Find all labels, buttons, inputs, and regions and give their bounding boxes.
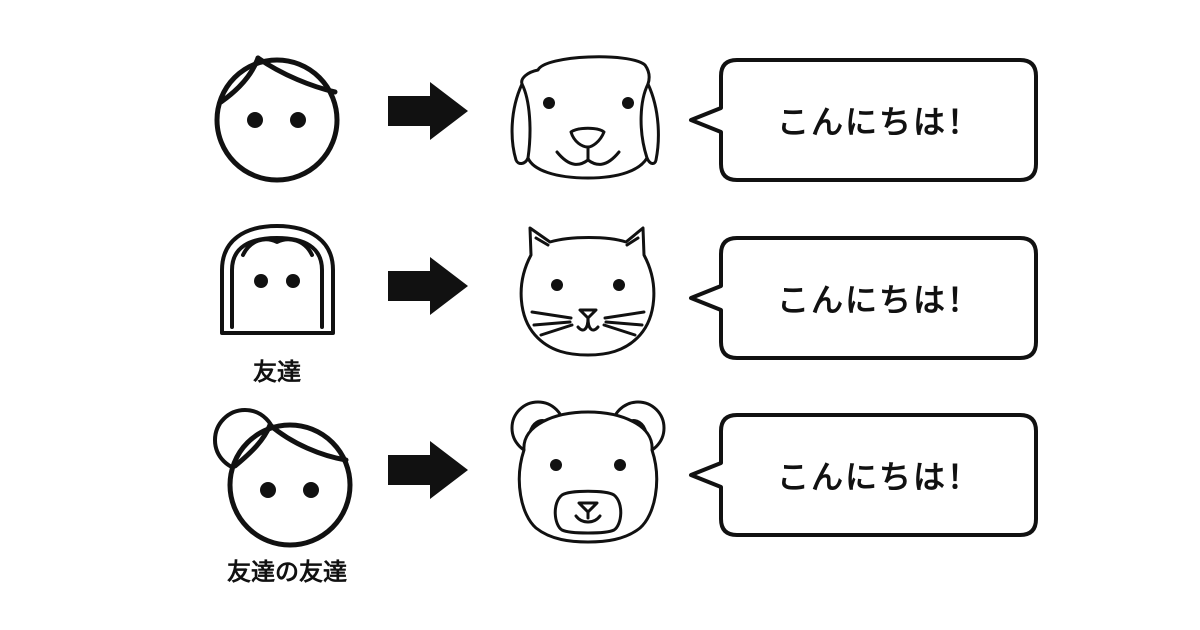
speech-bubble-icon-row-2 xyxy=(689,236,1038,360)
arrow-right-icon-row-1 xyxy=(388,82,468,140)
speech-text-row-2: こんにちは！ xyxy=(776,281,981,319)
arrow-right-icon-row-2 xyxy=(388,257,468,315)
arrow-right-icon-row-3 xyxy=(388,441,468,499)
person-label-row-3: 友達の友達 xyxy=(227,557,347,586)
person-label-row-2: 友達 xyxy=(253,357,301,386)
person-icon-row-3 xyxy=(213,408,353,548)
speech-text-row-3: こんにちは！ xyxy=(776,458,981,496)
speech-bubble-icon-row-1 xyxy=(689,58,1038,182)
person-icon-row-1 xyxy=(214,55,340,183)
person-icon-row-2 xyxy=(220,224,335,335)
cat-icon xyxy=(519,226,656,357)
speech-text-row-1: こんにちは！ xyxy=(776,103,981,141)
dog-icon xyxy=(510,55,660,180)
speech-bubble-icon-row-3 xyxy=(689,413,1038,537)
bear-icon xyxy=(510,400,666,544)
